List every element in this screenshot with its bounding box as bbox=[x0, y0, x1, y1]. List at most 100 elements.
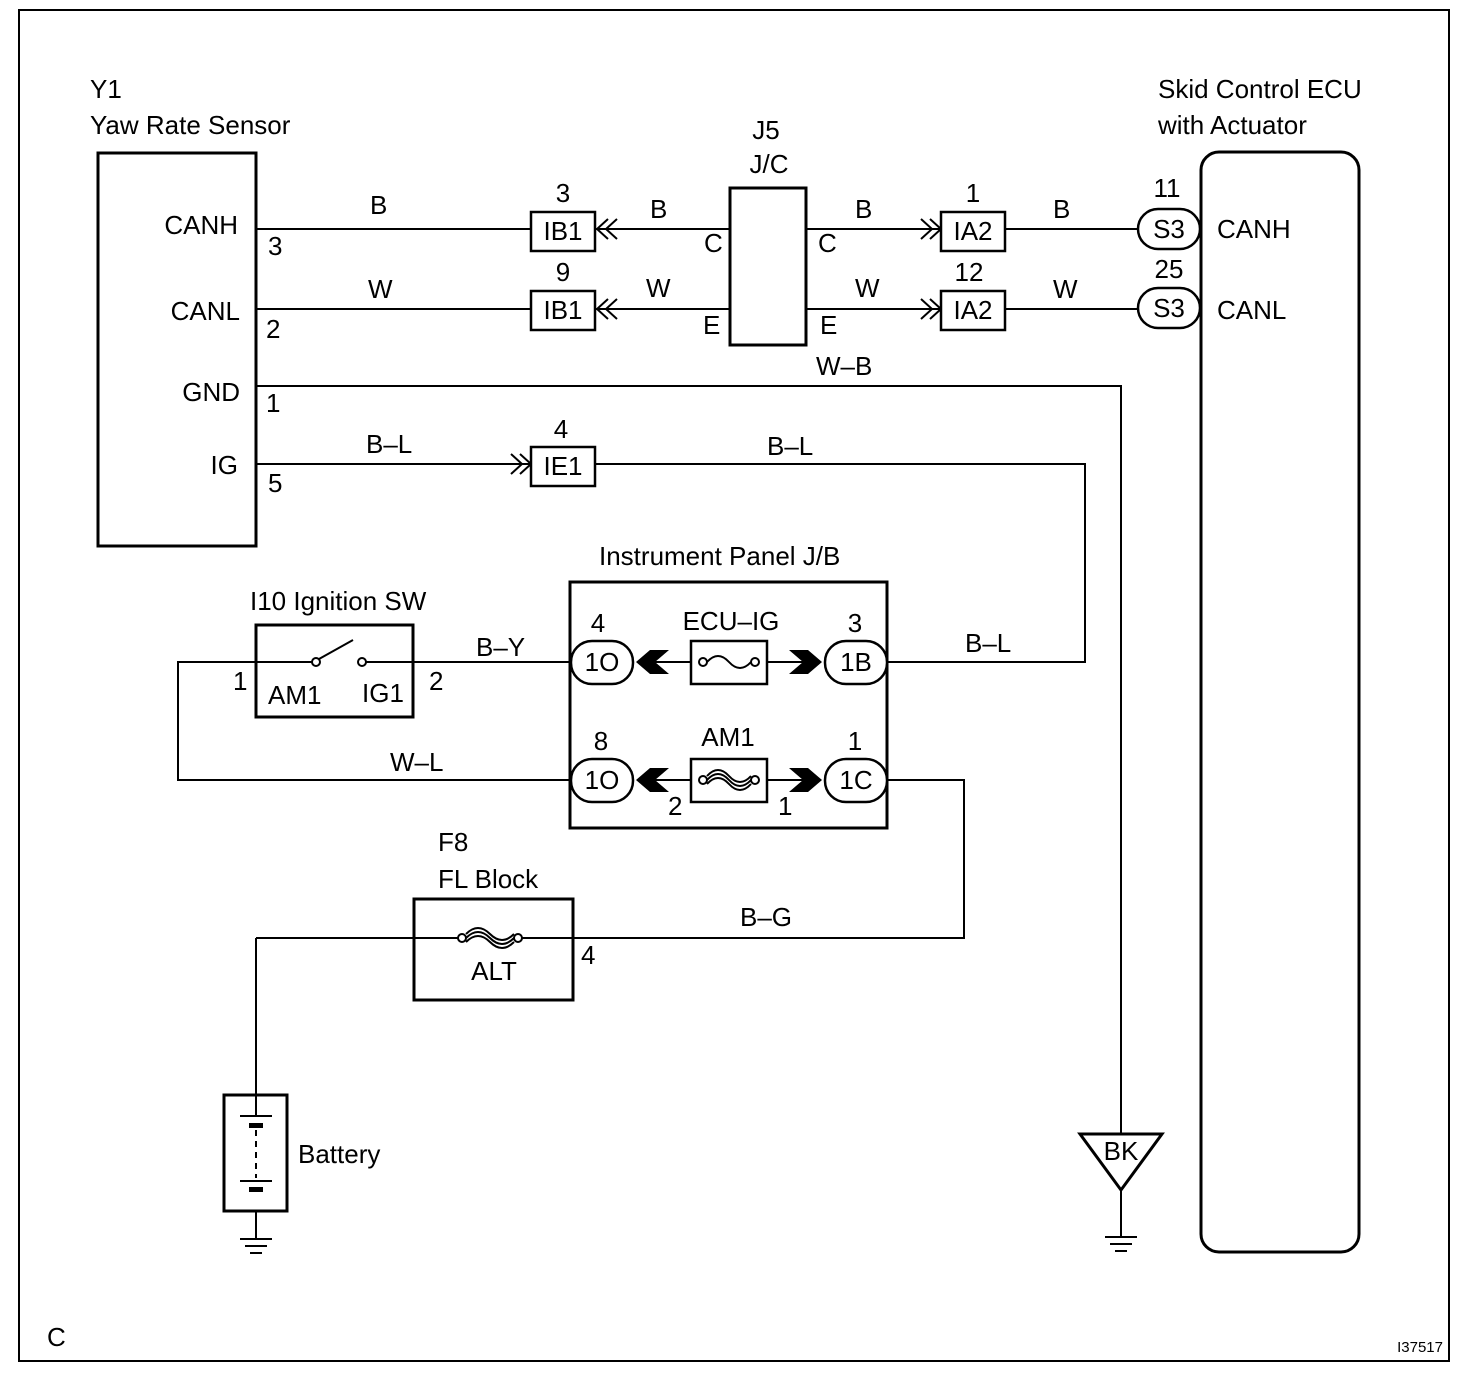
ia2-canl-label: IA2 bbox=[953, 295, 992, 325]
ib1-canl-label: IB1 bbox=[543, 295, 582, 325]
yaw-canl-label: CANL bbox=[171, 296, 240, 326]
battery-plate-bottom-short bbox=[249, 1187, 263, 1192]
ecu-title-line1: Skid Control ECU bbox=[1158, 74, 1362, 104]
canl-wire-2-color: W bbox=[646, 273, 671, 303]
am1-feed-wire bbox=[177, 661, 571, 781]
ign-sw-blade bbox=[318, 639, 354, 660]
jb-1b-arrow bbox=[789, 650, 822, 674]
yaw-sensor-box bbox=[96, 151, 258, 548]
yaw-gnd-label: GND bbox=[182, 377, 240, 407]
am1-fuse-label: AM1 bbox=[701, 722, 754, 752]
ig-wire-2-color: B–L bbox=[767, 431, 813, 461]
s3-canl-label: S3 bbox=[1153, 293, 1185, 323]
ecu-ig-fuse-label: ECU–IG bbox=[683, 606, 780, 636]
alt-fuse-icon bbox=[414, 927, 573, 949]
s3-canl-pin: 25 bbox=[1155, 254, 1184, 284]
jb-1o-bottom-arrow bbox=[636, 768, 669, 792]
ign-sw-title: I10 Ignition SW bbox=[250, 586, 427, 616]
ign-sw-out-wire-color: B–Y bbox=[476, 632, 525, 662]
jb-1o-bottom-label: 1O bbox=[585, 765, 620, 795]
s3-canh-pin: 11 bbox=[1154, 173, 1181, 203]
yaw-canh-label: CANH bbox=[164, 210, 238, 240]
jb-1o-top-label: 1O bbox=[585, 647, 620, 677]
canl-wire-1-color: W bbox=[368, 274, 393, 304]
ia2-canh-label: IA2 bbox=[953, 216, 992, 246]
canl-wire-4-color: W bbox=[1053, 274, 1078, 304]
ie1-label: IE1 bbox=[543, 451, 582, 481]
am1-pin-left: 2 bbox=[668, 791, 682, 821]
ie1-pin: 4 bbox=[554, 414, 568, 444]
ig-wire-1-color: B–L bbox=[366, 429, 412, 459]
yaw-canl-pin: 2 bbox=[266, 314, 280, 344]
s3-canh-label: S3 bbox=[1153, 214, 1185, 244]
diagram-frame bbox=[18, 9, 1450, 1362]
ib1-canh-label: IB1 bbox=[543, 216, 582, 246]
ecu-title-line2: with Actuator bbox=[1157, 110, 1307, 140]
junction-e-right: E bbox=[820, 310, 837, 340]
alt-fuse-label: ALT bbox=[471, 956, 517, 986]
ib1-canl-pin: 9 bbox=[556, 257, 570, 287]
am1-feed-wire-color: W–L bbox=[390, 747, 443, 777]
gnd-wire bbox=[256, 385, 1122, 1135]
ign-sw-box bbox=[254, 623, 415, 719]
ib1-canh-connector bbox=[529, 210, 597, 253]
yaw-rate-sensor: Y1 Yaw Rate Sensor CANH CANL GND IG 3 2 … bbox=[90, 74, 291, 548]
ground-point-label: BK bbox=[1104, 1136, 1139, 1166]
ecu-ig-fuse-icon bbox=[698, 655, 760, 669]
junction-e-left: E bbox=[703, 310, 720, 340]
yaw-gnd-pin: 1 bbox=[266, 388, 280, 418]
alt-feed-wire bbox=[573, 779, 965, 939]
fl-block-pin: 4 bbox=[581, 940, 595, 970]
jb-title: Instrument Panel J/B bbox=[599, 541, 840, 571]
ig-wire-3-color: B–L bbox=[965, 628, 1011, 658]
jb-1c-label: 1C bbox=[839, 765, 872, 795]
ecu-box bbox=[1199, 150, 1361, 1254]
ground-point-bk bbox=[1077, 1132, 1165, 1193]
yaw-sensor-id: Y1 bbox=[90, 74, 122, 104]
ground-symbol-right bbox=[1105, 1236, 1137, 1252]
ia2-canl-connector bbox=[939, 289, 1007, 332]
fl-block-box bbox=[412, 897, 575, 1002]
ground-circuit: W–B BK bbox=[256, 351, 1165, 1252]
footer-right: I37517 bbox=[1397, 1339, 1443, 1356]
junction-box bbox=[728, 186, 808, 347]
battery: Battery bbox=[222, 937, 414, 1254]
junction-id: J5 bbox=[752, 115, 779, 145]
junction-c-left: C bbox=[704, 228, 723, 258]
ia2-canh-pin: 1 bbox=[966, 178, 980, 208]
gnd-wire-color: W–B bbox=[816, 351, 872, 381]
yaw-sensor-name: Yaw Rate Sensor bbox=[90, 110, 291, 140]
ie1-connector bbox=[529, 445, 597, 488]
junction-name: J/C bbox=[750, 149, 789, 179]
jb-1b-label: 1B bbox=[840, 647, 872, 677]
ib1-canl-arrow bbox=[595, 298, 618, 320]
jb-1b-pin: 3 bbox=[848, 608, 862, 638]
ign-sw-pin-left: 1 bbox=[233, 666, 247, 696]
ib1-canl-connector bbox=[529, 289, 597, 332]
can-wiring: B B B B W W W W IB1 3 IB1 9 J5 J/C C C E… bbox=[256, 115, 1202, 347]
canl-wire-3-color: W bbox=[855, 273, 880, 303]
battery-label: Battery bbox=[298, 1139, 380, 1169]
am1-pin-right: 1 bbox=[778, 791, 792, 821]
ecu-canl-label: CANL bbox=[1217, 295, 1286, 325]
ig-circuit: B–L IE1 4 B–L B–L bbox=[256, 414, 1086, 663]
ig-wire-2 bbox=[595, 463, 1086, 663]
skid-control-ecu: Skid Control ECU with Actuator CANH CANL bbox=[1157, 74, 1362, 1254]
ign-sw-am1: AM1 bbox=[268, 680, 321, 710]
yaw-canh-pin: 3 bbox=[268, 231, 282, 261]
ign-sw-ig1: IG1 bbox=[362, 678, 404, 708]
ia2-canh-connector bbox=[939, 210, 1007, 253]
jb-1c-arrow bbox=[789, 768, 822, 792]
ia2-canl-pin: 12 bbox=[955, 257, 984, 287]
canh-wire-2-color: B bbox=[650, 194, 667, 224]
alt-feed-wire-color: B–G bbox=[740, 902, 792, 932]
jb-1b-connector bbox=[823, 639, 889, 686]
ignition-switch: I10 Ignition SW AM1 IG1 1 2 bbox=[233, 586, 443, 719]
ground-symbol-left bbox=[240, 1238, 272, 1254]
jb-1c-pin: 1 bbox=[848, 726, 862, 756]
battery-plate-top-short bbox=[249, 1123, 263, 1128]
ecu-canh-label: CANH bbox=[1217, 214, 1291, 244]
canh-wire-4-color: B bbox=[1053, 194, 1070, 224]
canh-wire-3-color: B bbox=[855, 194, 872, 224]
